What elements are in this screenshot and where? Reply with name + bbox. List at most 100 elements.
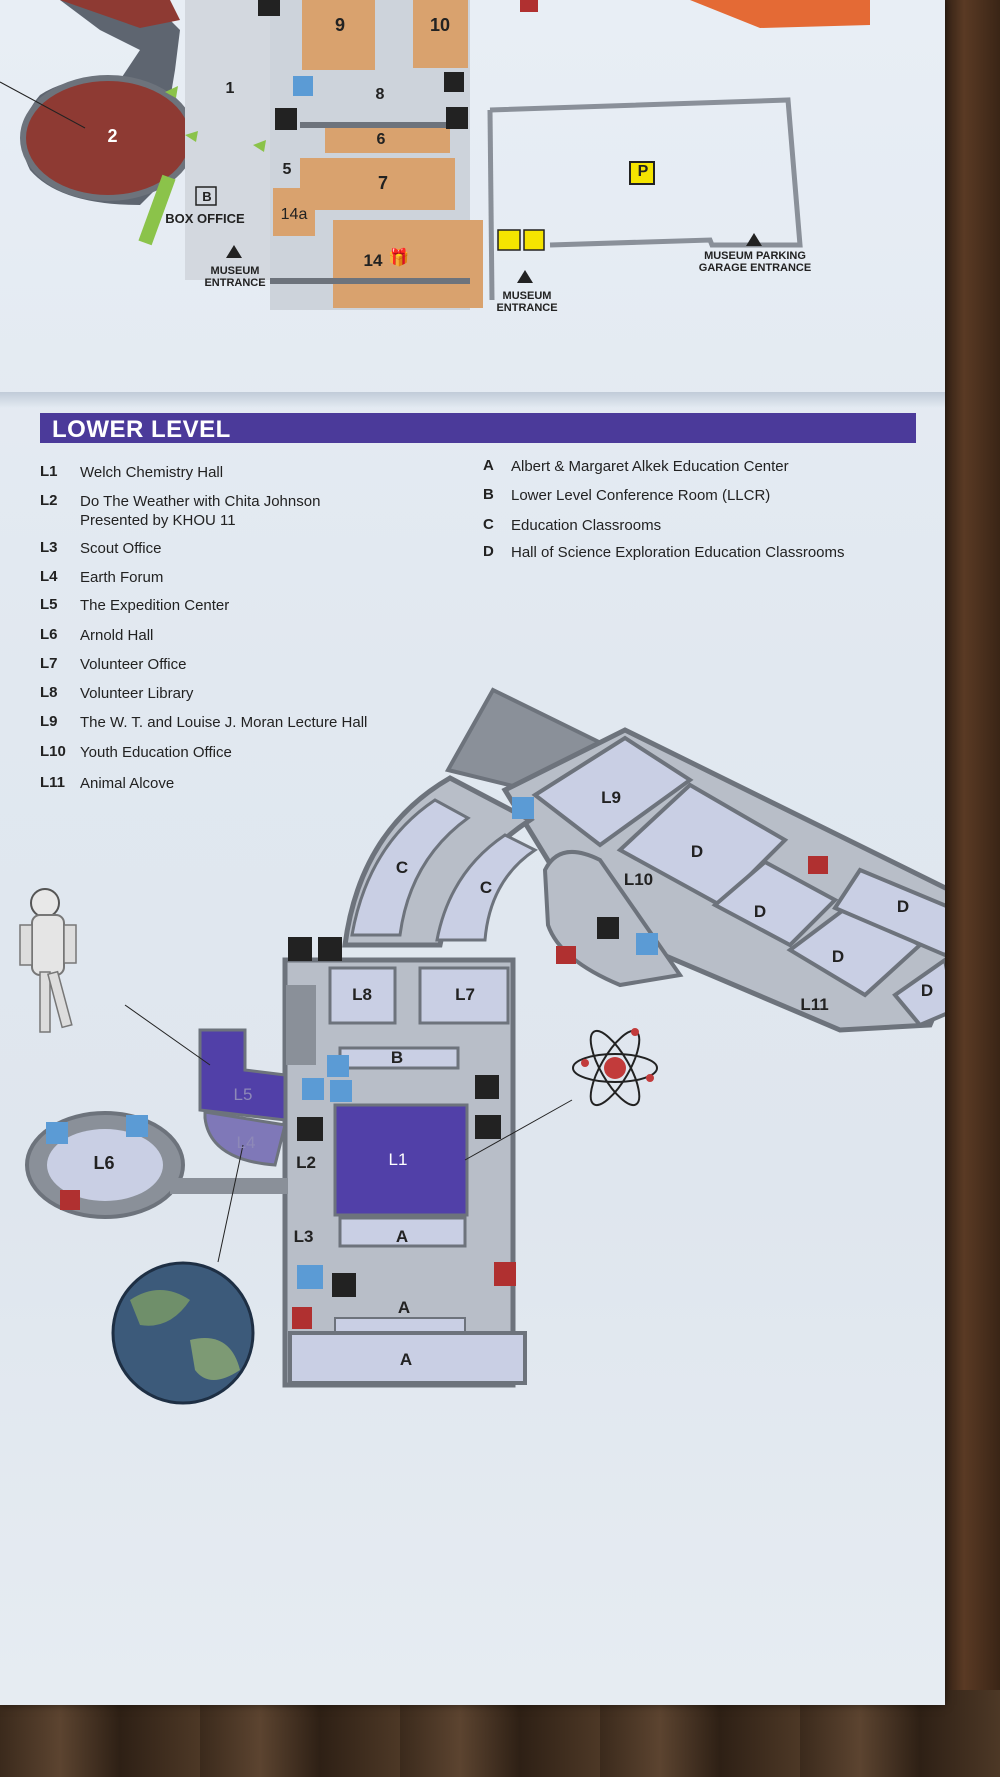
room-C — [435, 833, 538, 942]
table-wood-edge — [940, 0, 1000, 1777]
room-6-label: 6 — [376, 131, 386, 148]
room-D-label: D — [920, 981, 934, 1000]
restroom-icon — [293, 76, 313, 96]
room-L8 — [328, 966, 397, 1025]
room-D-label: D — [753, 902, 767, 921]
room-9-label: 9 — [334, 15, 345, 35]
museum-map-brochure: 2 1 9 10 8 6 5 7 14a 14 🎁 B BOX OFFICE P… — [0, 0, 945, 1705]
restroom-icon — [297, 1265, 323, 1289]
section-title: LOWER LEVEL — [52, 416, 231, 443]
section-banner: LOWER LEVEL — [40, 413, 916, 443]
atom-icon — [572, 1028, 658, 1107]
room-8-label: 8 — [375, 86, 385, 103]
dining-icon — [258, 0, 280, 16]
gift-shop-icon: 🎁 — [388, 248, 410, 267]
upper-level-map — [0, 0, 870, 310]
parking-icon — [629, 161, 655, 185]
elevator-icon — [332, 1273, 356, 1297]
room-L5 — [198, 1028, 287, 1122]
stairs-icon — [475, 1115, 501, 1139]
room-7 — [300, 158, 455, 210]
room-7-label: 7 — [377, 173, 388, 193]
stairs-icon — [446, 107, 468, 129]
earth-globe-icon — [111, 1261, 255, 1405]
room-L3-label: L3 — [293, 1227, 314, 1246]
emergency-exit-icon — [292, 1307, 312, 1329]
room-9 — [302, 0, 375, 70]
room-A-label: A — [397, 1298, 411, 1317]
restroom-icon — [512, 797, 534, 819]
restroom-icon — [302, 1078, 324, 1100]
stairs-icon — [275, 108, 297, 130]
parking-label: P — [637, 163, 649, 180]
elevator-icon — [288, 937, 312, 961]
room-D-label: D — [690, 842, 704, 861]
room-D-label: D — [896, 897, 910, 916]
room-C-label: C — [395, 858, 409, 877]
room-L2-label: L2 — [296, 1153, 316, 1172]
room-L6 — [47, 1129, 163, 1201]
room-L11-label: L11 — [800, 995, 829, 1014]
lower-level-map — [19, 687, 945, 1405]
restroom-icon — [327, 1055, 349, 1077]
room-L1-label: L1 — [388, 1150, 408, 1169]
room-L4-label: L4 — [236, 1133, 256, 1152]
emergency-exit-icon — [494, 1262, 516, 1286]
room-B-label: B — [390, 1048, 404, 1067]
emergency-exit-icon — [60, 1190, 80, 1210]
emergency-exit-icon — [808, 856, 828, 874]
room-14 — [333, 220, 483, 308]
paper-fold — [0, 392, 945, 408]
room-L8-label: L8 — [352, 985, 372, 1004]
room-14a — [273, 188, 315, 236]
museum-entrance-arrow-icon — [226, 245, 242, 258]
room-C — [350, 798, 471, 937]
room-L6-label: L6 — [93, 1153, 115, 1173]
room-D — [892, 957, 945, 1028]
room-D — [616, 782, 789, 908]
room-L5-label: L5 — [233, 1085, 253, 1104]
stairs-icon — [497, 229, 521, 251]
room-10 — [413, 0, 468, 68]
stairs-icon — [318, 937, 342, 961]
room-D — [832, 867, 945, 958]
garage-entrance-arrow-icon — [746, 233, 762, 246]
box-office-b-label: B — [202, 189, 212, 204]
room-14a-label: 14a — [280, 206, 308, 223]
room-L9 — [531, 735, 694, 848]
restroom-icon — [46, 1122, 68, 1144]
room-6 — [325, 125, 450, 153]
room-C-label: C — [479, 878, 493, 897]
elevator-icon — [523, 229, 545, 251]
elevator-icon — [444, 72, 464, 92]
room-L9-label: L9 — [601, 788, 621, 807]
restroom-icon — [330, 1080, 352, 1102]
astronaut-icon — [19, 888, 77, 1033]
emergency-exit-icon — [556, 946, 576, 964]
room-L7-label: L7 — [455, 985, 475, 1004]
room-A — [338, 1216, 467, 1248]
box-office-label: BOX OFFICE — [165, 211, 245, 226]
room-A-label: A — [395, 1227, 409, 1246]
room-5-label: 5 — [282, 161, 292, 178]
room-14-label: 14 — [363, 251, 383, 270]
stairs-icon — [297, 1117, 323, 1141]
room-L4 — [203, 1110, 287, 1167]
room-1-label: 1 — [225, 80, 235, 97]
room-D-label: D — [831, 947, 845, 966]
restroom-icon — [636, 933, 658, 955]
room-L1 — [333, 1103, 469, 1217]
museum-entrance-arrow-icon — [517, 270, 533, 283]
room-L7 — [418, 966, 510, 1025]
emergency-exit-icon — [520, 0, 538, 12]
elevator-icon — [475, 1075, 499, 1099]
room-2-label: 2 — [107, 126, 118, 146]
room-A-label: A — [399, 1350, 413, 1369]
room-L10-label: L10 — [623, 870, 654, 889]
room-A — [288, 1331, 527, 1385]
room-10-label: 10 — [429, 15, 451, 35]
elevator-icon — [597, 917, 619, 939]
